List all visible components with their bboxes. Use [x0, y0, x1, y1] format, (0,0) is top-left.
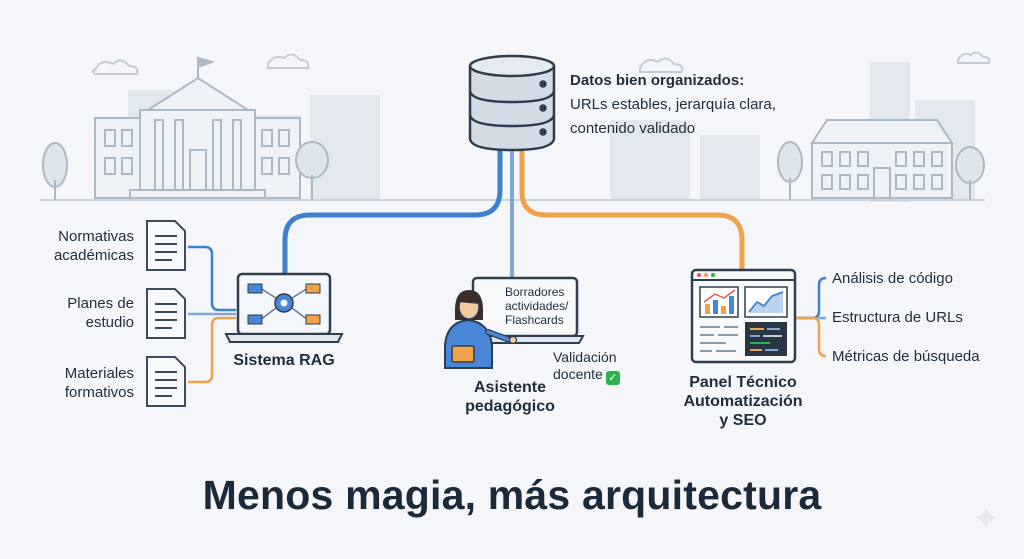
- output-estructura: Estructura de URLs: [832, 309, 963, 326]
- connector-db-to-panel: [519, 147, 745, 273]
- document-icon: [146, 356, 186, 407]
- connector-materiales: [188, 316, 236, 384]
- technical-panel-window: [690, 268, 797, 364]
- connector-analisis: [796, 276, 827, 320]
- rag-laptop-icon: [224, 272, 344, 343]
- teacher-figure-icon: [444, 290, 518, 369]
- db-label-line1: URLs estables, jerarquía clara,: [570, 96, 776, 113]
- assistant-screen-text: Borradores actividades/ Flashcards: [505, 285, 568, 327]
- check-icon: ✓: [605, 371, 620, 385]
- assistant-label-line1: Asistente: [473, 379, 547, 396]
- panel-label-line1: Panel Técnico: [689, 374, 797, 391]
- source-planes-line2: estudio: [85, 314, 134, 331]
- panel-label-line2: Automatización: [683, 393, 803, 410]
- rag-label: Sistema RAG: [233, 352, 335, 369]
- sparkle-icon: [974, 506, 998, 530]
- source-normativas-line2: académicas: [53, 247, 134, 264]
- connector-metricas: [796, 316, 827, 358]
- main-title: Menos magia, más arquitectura: [202, 472, 822, 518]
- source-materiales-line1: Materiales: [64, 365, 134, 382]
- output-metricas: Métricas de búsqueda: [832, 348, 980, 365]
- assistant-screen-line3: Flashcards: [505, 313, 564, 327]
- validation-line2: docente: [553, 366, 603, 382]
- assistant-screen-line1: Borradores: [505, 285, 565, 299]
- assistant-screen-line2: actividades/: [505, 299, 569, 313]
- validation-label: Validación docente✓: [553, 349, 620, 385]
- connector-normativas: [188, 245, 236, 312]
- source-normativas-line1: Normativas: [58, 228, 134, 245]
- panel-label-line3: y SEO: [719, 412, 767, 429]
- output-analisis: Análisis de código: [832, 270, 953, 287]
- panel-label: Panel Técnico Automatización y SEO: [668, 373, 818, 430]
- document-icon: [146, 220, 186, 271]
- source-materiales-line2: formativos: [64, 384, 134, 401]
- assistant-label: Asistente pedagógico: [450, 378, 570, 416]
- db-label-title: Datos bien organizados:: [570, 72, 745, 89]
- source-planes-line1: Planes de: [67, 295, 134, 312]
- school-building-icon: [810, 119, 954, 199]
- database-icon: [468, 54, 556, 152]
- db-label-line2: contenido validado: [570, 120, 696, 137]
- source-normativas: Normativas académicas: [20, 227, 134, 265]
- document-icon: [146, 288, 186, 339]
- assistant-label-line2: pedagógico: [465, 398, 555, 415]
- validation-line1: Validación: [553, 349, 617, 365]
- connector-db-to-rag: [282, 147, 503, 281]
- source-materiales: Materiales formativos: [20, 364, 134, 402]
- source-planes: Planes de estudio: [20, 294, 134, 332]
- university-building-icon: [94, 56, 301, 199]
- cloud-icon: [92, 51, 991, 75]
- tree-icon: [42, 141, 985, 200]
